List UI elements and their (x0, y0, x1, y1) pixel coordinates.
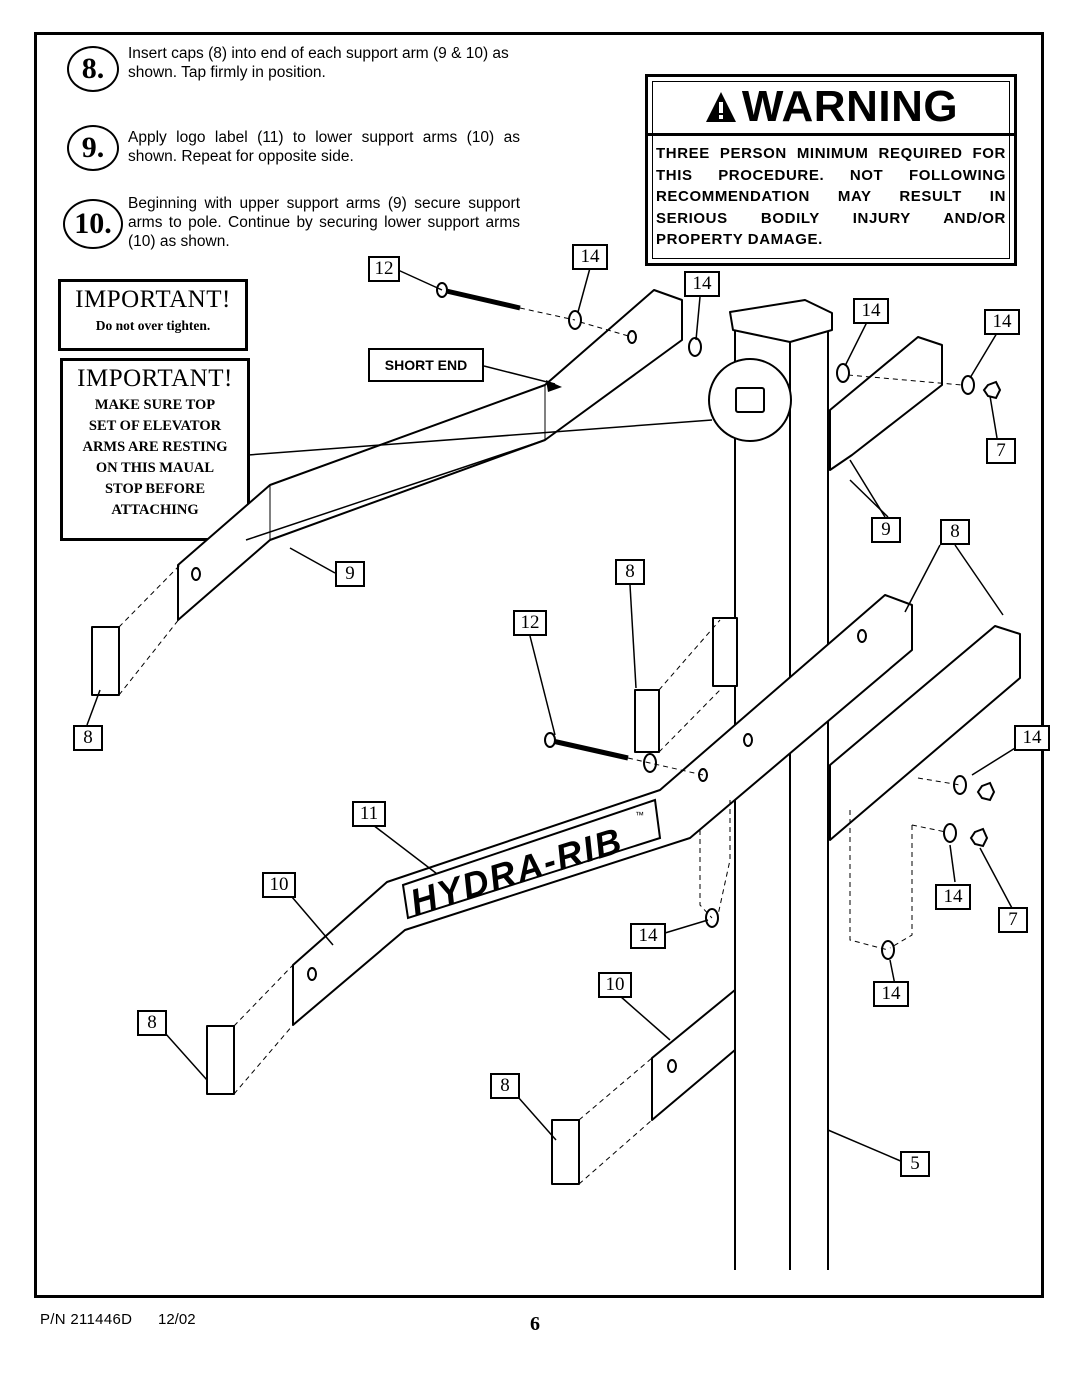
warning-box: WARNING THREE PERSON MINIMUM REQUIRED FO… (645, 74, 1017, 266)
callout-10: 10 (262, 872, 296, 898)
important-line: SET OF ELEVATOR (88, 418, 222, 434)
important-lines: MAKE SURE TOP SET OF ELEVATOR ARMS ARE R… (63, 395, 247, 521)
important-box-tighten: IMPORTANT! Do not over tighten. (58, 279, 248, 351)
important-line: MAKE SURE TOP (94, 397, 216, 413)
end-cap (206, 1025, 235, 1095)
callout-7: 7 (986, 438, 1016, 464)
hydra-rib-logo-label: HYDRA-RIB ™ (401, 798, 662, 923)
pole-cap (729, 299, 833, 343)
step-9-text: Apply logo label (11) to lower support a… (128, 129, 520, 165)
important-line: ATTACHING (111, 502, 199, 518)
step-10-text: Beginning with upper support arms (9) se… (128, 195, 520, 250)
upper-right-arm (829, 336, 943, 471)
callout-9: 9 (335, 561, 365, 587)
warning-triangle-icon (705, 92, 736, 122)
lower-back-arm (829, 625, 1021, 841)
callout-8: 8 (940, 519, 970, 545)
important-line: ON THIS MAUAL (95, 460, 215, 476)
lower-front-arm (292, 594, 913, 1026)
warning-divider (648, 133, 1014, 136)
upper-left-arm (177, 289, 683, 621)
callout-14: 14 (853, 298, 889, 324)
callout-14: 14 (572, 244, 608, 270)
callout-14: 14 (935, 884, 971, 910)
callout-14: 14 (873, 981, 909, 1007)
callout-12: 12 (368, 256, 400, 282)
callout-14: 14 (684, 271, 720, 297)
logo-tm: ™ (635, 810, 644, 820)
bottom-arm (651, 989, 736, 1121)
callout-5: 5 (900, 1151, 930, 1177)
end-cap (551, 1119, 580, 1185)
warning-inner-border (652, 81, 1010, 259)
important-box-elevator: IMPORTANT! MAKE SURE TOP SET OF ELEVATOR… (60, 358, 250, 541)
callout-7: 7 (998, 907, 1028, 933)
step-9-number: 9. (67, 125, 119, 171)
end-cap (712, 617, 738, 687)
warning-title-text: WARNING (741, 82, 959, 131)
warning-body: THREE PERSON MINIMUM REQUIRED FOR THIS P… (656, 145, 1006, 248)
step-10-number: 10. (63, 199, 123, 249)
revision-date: 12/02 (158, 1311, 196, 1328)
step-8-text: Insert caps (8) into end of each support… (128, 45, 509, 81)
end-cap (634, 689, 660, 753)
page-border (34, 32, 1044, 1298)
callout-14: 14 (984, 309, 1020, 335)
callout-14: 14 (630, 923, 666, 949)
pole (734, 325, 829, 1270)
callout-9: 9 (871, 517, 901, 543)
callout-12: 12 (513, 610, 547, 636)
callout-8: 8 (137, 1010, 167, 1036)
important-text: Do not over tighten. (95, 318, 211, 333)
part-number: P/N 211446D (40, 1311, 133, 1328)
callout-8: 8 (490, 1073, 520, 1099)
important-heading: IMPORTANT! (75, 286, 231, 313)
callout-11: 11 (352, 801, 386, 827)
page-number: 6 (530, 1313, 540, 1335)
important-heading: IMPORTANT! (77, 365, 233, 392)
short-end-label: SHORT END (368, 348, 484, 382)
important-line: STOP BEFORE (104, 481, 206, 497)
stop-bracket (735, 387, 765, 413)
callout-14: 14 (1014, 725, 1050, 751)
callout-8: 8 (73, 725, 103, 751)
warning-title: WARNING (648, 82, 1014, 131)
step-8-number: 8. (67, 46, 119, 92)
callout-10: 10 (598, 972, 632, 998)
callout-8: 8 (615, 559, 645, 585)
important-line: ARMS ARE RESTING (82, 439, 228, 455)
end-cap (91, 626, 120, 696)
